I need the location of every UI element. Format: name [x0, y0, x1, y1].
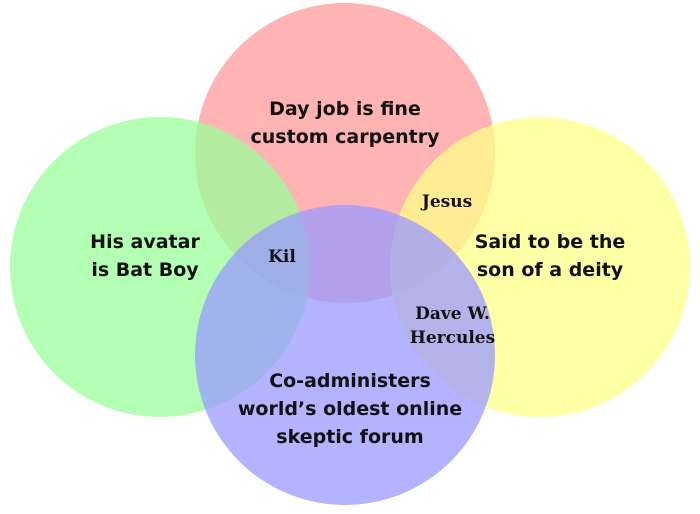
overlap-label-jesus: Jesus	[407, 190, 487, 214]
label-right-line-2: son of a deity	[476, 259, 624, 281]
overlap-dave-line-2: Hercules	[409, 328, 496, 348]
label-bottom-line-1: Co-administers	[269, 370, 431, 392]
circle-bottom-forum	[195, 205, 495, 505]
label-top-line-1: Day job is fine	[269, 98, 421, 120]
label-top-carpentry: Day job is fine custom carpentry	[215, 95, 475, 151]
overlap-dave-line-1: Dave W.	[415, 304, 490, 324]
overlap-label-dave-hercules: Dave W. Hercules	[400, 302, 505, 350]
label-left-line-1: His avatar	[90, 231, 200, 253]
overlap-kil-text: Kil	[268, 247, 296, 267]
label-left-line-2: is Bat Boy	[91, 259, 199, 281]
overlap-jesus-text: Jesus	[421, 192, 473, 212]
label-bottom-line-2: world’s oldest online	[237, 398, 463, 420]
label-bottom-forum: Co-administers world’s oldest online ske…	[215, 367, 485, 451]
label-left-bat-boy: His avatar is Bat Boy	[55, 228, 235, 284]
label-bottom-line-3: skeptic forum	[276, 426, 424, 448]
label-right-line-1: Said to be the	[474, 231, 626, 253]
label-right-deity: Said to be the son of a deity	[460, 228, 640, 284]
label-top-line-2: custom carpentry	[250, 126, 440, 148]
overlap-label-kil: Kil	[252, 245, 312, 269]
